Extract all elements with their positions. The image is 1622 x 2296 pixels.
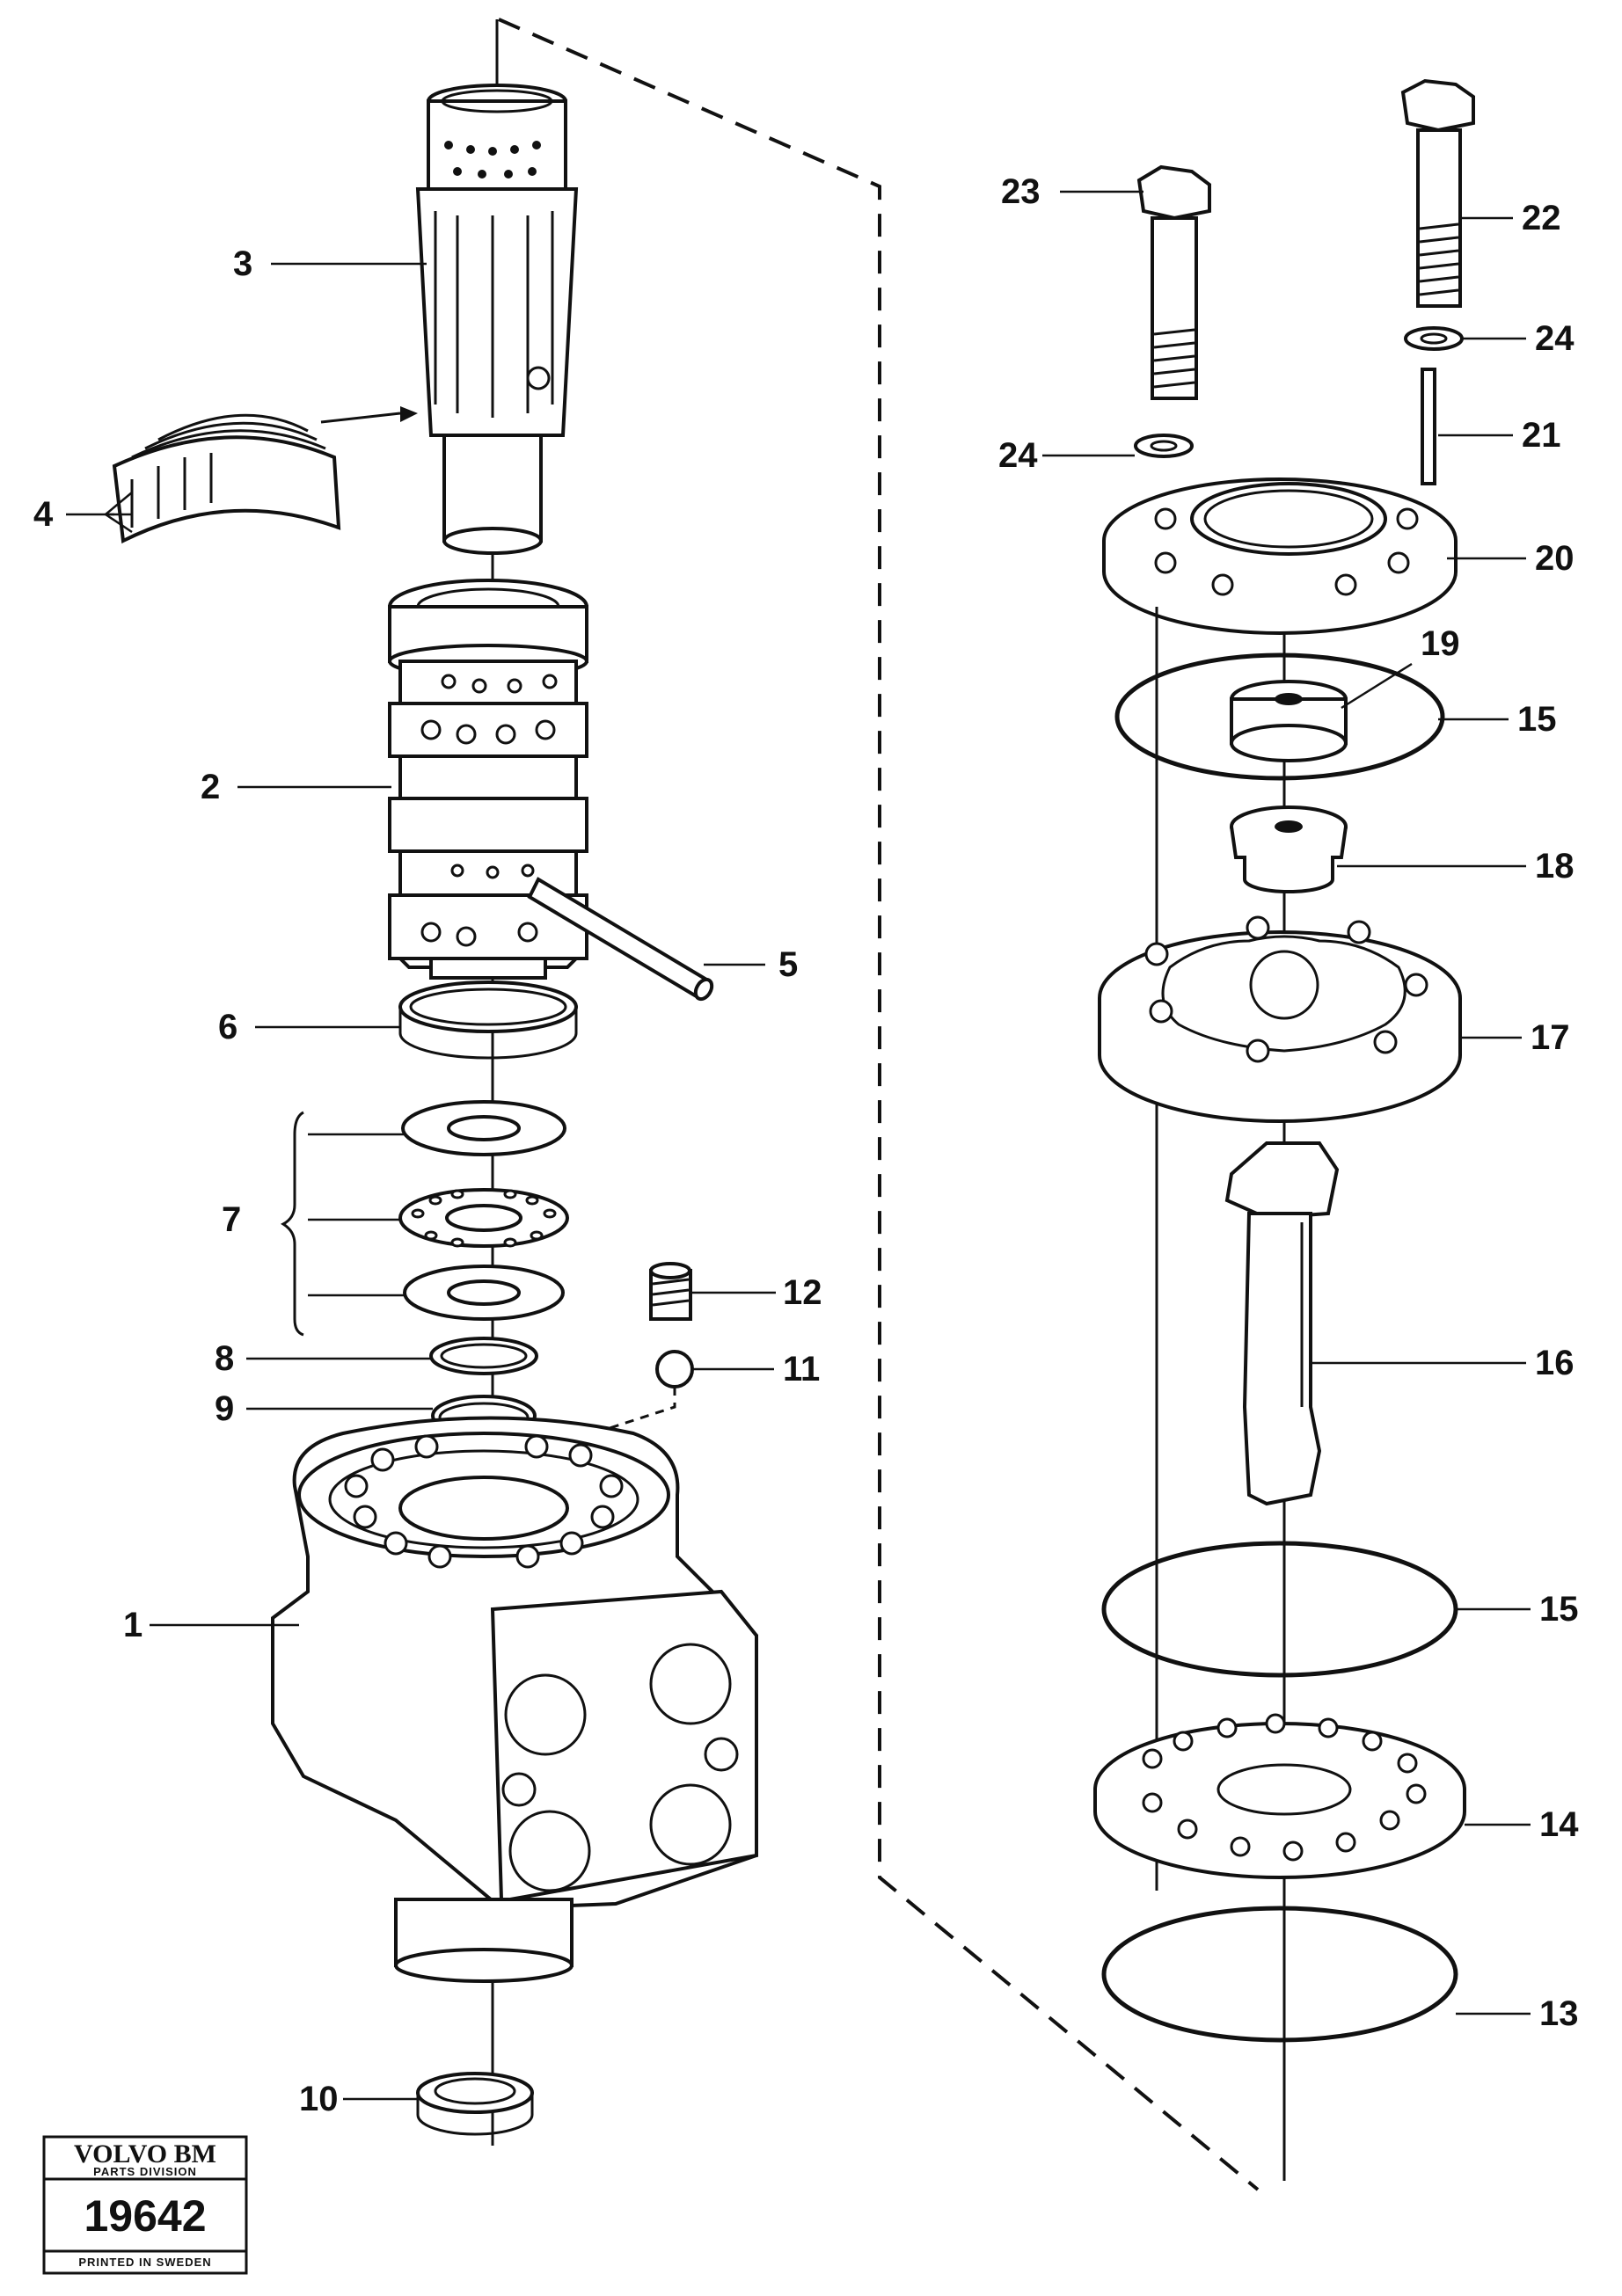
callout-12: 12 (783, 1273, 822, 1312)
callout-10: 10 (299, 2080, 339, 2118)
part-1-valve-housing (271, 1416, 758, 1983)
part-4-springs (112, 406, 418, 544)
stamp-brand: VOLVO BM (74, 2139, 216, 2168)
part-10-seal (416, 2072, 534, 2136)
callout-7: 7 (222, 1200, 241, 1239)
callout-16: 16 (1535, 1344, 1575, 1382)
part-3-spool (415, 19, 579, 555)
part-21-pin (1421, 368, 1436, 485)
callout-1: 1 (123, 1606, 142, 1644)
callout-13: 13 (1539, 1994, 1579, 2033)
callout-18: 18 (1535, 847, 1575, 886)
stamp-number: 19642 (84, 2191, 206, 2241)
part-18-bushing (1230, 805, 1348, 893)
callout-24-left: 24 (998, 436, 1038, 475)
callout-20: 20 (1535, 539, 1575, 578)
callout-4: 4 (33, 495, 54, 534)
dashed-connector-line (498, 18, 1260, 2191)
callout-23: 23 (1001, 172, 1041, 211)
volvo-bm-stamp: VOLVO BM PARTS DIVISION 19642 PRINTED IN… (42, 2135, 248, 2275)
part-11-ball (605, 1350, 694, 1499)
callout-15-lower: 15 (1539, 1590, 1579, 1629)
part-15-o-ring-upper (1114, 652, 1445, 781)
part-6-ring (398, 980, 578, 1060)
part-7-bearing-pack (280, 1100, 569, 1337)
callout-19: 19 (1421, 624, 1460, 663)
part-2-sleeve (388, 579, 588, 980)
callout-14: 14 (1539, 1805, 1579, 1844)
callout-9: 9 (215, 1389, 234, 1428)
callout-6: 6 (218, 1008, 237, 1046)
callout-11: 11 (783, 1350, 820, 1389)
part-12-plug (649, 1262, 692, 1321)
leader-lines (66, 190, 1531, 2101)
callout-8: 8 (215, 1339, 234, 1378)
part-22-bolt (1400, 78, 1475, 308)
part-20-end-cover (1102, 477, 1458, 635)
part-23-bolt (1136, 164, 1211, 400)
part-8-ring (429, 1337, 538, 1375)
part-17-gear-set (1098, 915, 1462, 1123)
part-24-washer-left (1134, 434, 1194, 458)
part-13-o-ring (1101, 1906, 1458, 2043)
callout-5: 5 (778, 945, 798, 984)
part-16-drive-shaft (1224, 1141, 1340, 1506)
callout-2: 2 (201, 768, 220, 806)
part-24-washer-right (1404, 326, 1464, 351)
part-5-pin (527, 877, 714, 1002)
part-19-bushing (1230, 680, 1348, 762)
callout-21: 21 (1522, 416, 1561, 455)
callout-22: 22 (1522, 199, 1561, 237)
stamp-printed: PRINTED IN SWEDEN (78, 2256, 211, 2269)
part-14-plate (1093, 1713, 1466, 1879)
callout-17: 17 (1531, 1018, 1570, 1057)
callout-3: 3 (233, 244, 252, 283)
callout-15-upper: 15 (1517, 700, 1557, 739)
callout-24-right: 24 (1535, 319, 1575, 358)
stamp-division: PARTS DIVISION (93, 2165, 197, 2178)
